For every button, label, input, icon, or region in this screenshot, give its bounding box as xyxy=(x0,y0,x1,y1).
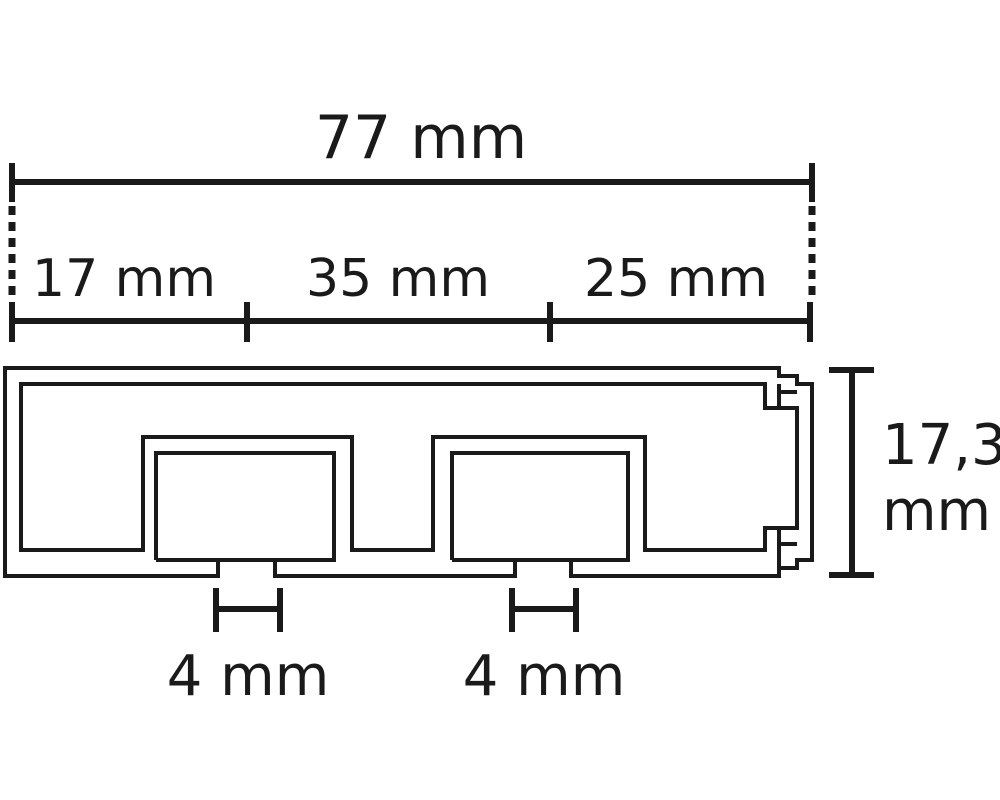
slot-2-dimension: 4 mm xyxy=(463,588,626,709)
segment-1-label: 17 mm xyxy=(32,249,216,309)
height-dimension: 17,3 mm xyxy=(829,367,1000,578)
height-value-label: 17,3 xyxy=(882,413,1000,478)
total-width-label: 77 mm xyxy=(315,103,527,173)
segment-3-label: 25 mm xyxy=(584,249,768,309)
slot-2-width-label: 4 mm xyxy=(463,644,626,709)
total-width-dimension: 77 mm xyxy=(8,103,816,296)
segment-2-label: 35 mm xyxy=(306,249,490,309)
segment-dimensions: 17 mm 35 mm 25 mm xyxy=(9,249,813,342)
rail-profile-outline xyxy=(3,366,814,578)
slot-1-width-label: 4 mm xyxy=(167,644,330,709)
slot-1-dimension: 4 mm xyxy=(167,588,330,709)
height-unit-label: mm xyxy=(882,479,991,544)
